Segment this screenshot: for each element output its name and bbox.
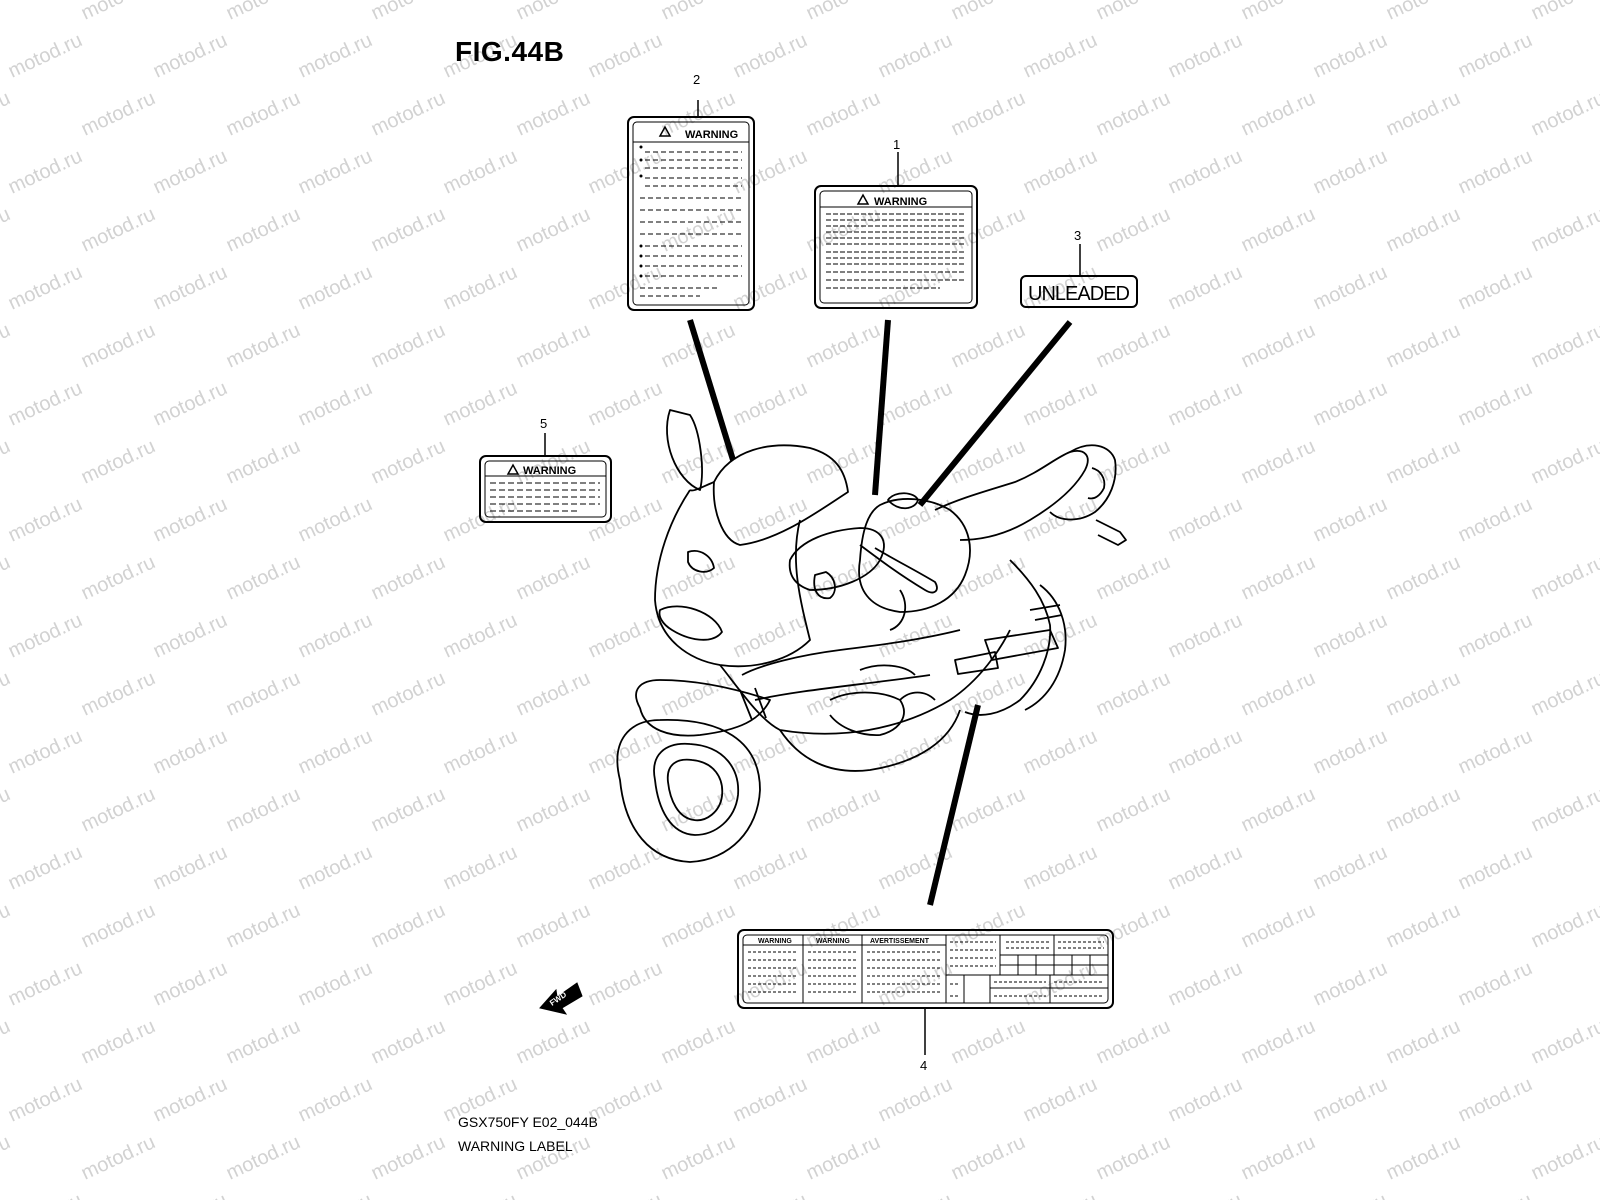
label-1-warning-sticker[interactable]: WARNING bbox=[814, 185, 978, 309]
label-5-warning-sticker[interactable]: WARNING bbox=[479, 455, 612, 523]
warning-triangle-icon bbox=[856, 193, 870, 205]
label-3-text: UNLEADED bbox=[1028, 283, 1130, 305]
label-5-heading: WARNING bbox=[523, 465, 576, 477]
figure-caption: WARNING LABEL bbox=[458, 1138, 573, 1154]
label-2-warning-sticker[interactable]: WARNING bbox=[627, 116, 755, 311]
leader-lines bbox=[687, 319, 1073, 906]
label-4-heading-3: AVERTISSEMENT bbox=[870, 938, 930, 945]
label-3-unleaded-sticker[interactable]: UNLEADED bbox=[1020, 275, 1138, 308]
label-2-heading: WARNING bbox=[685, 129, 738, 141]
callout-number-1: 1 bbox=[893, 137, 900, 152]
model-code: GSX750FY E02_044B bbox=[458, 1114, 598, 1130]
label-4-heading-1: WARNING bbox=[758, 938, 792, 945]
forward-direction-arrow: FWD bbox=[539, 982, 583, 1015]
callout-number-5: 5 bbox=[540, 416, 547, 431]
warning-triangle-icon bbox=[506, 463, 520, 475]
warning-triangle-icon bbox=[658, 125, 672, 137]
callout-number-4: 4 bbox=[920, 1058, 927, 1073]
motorcycle-outline bbox=[616, 409, 1127, 863]
figure-title: FIG.44B bbox=[455, 36, 565, 67]
label-1-heading: WARNING bbox=[874, 196, 927, 208]
label-4-heading-2: WARNING bbox=[816, 938, 850, 945]
callout-number-3: 3 bbox=[1074, 228, 1081, 243]
callout-number-2: 2 bbox=[693, 72, 700, 87]
label-4-multi-language-sticker[interactable]: WARNING WARNING AVERTISSEMENT bbox=[737, 929, 1114, 1009]
